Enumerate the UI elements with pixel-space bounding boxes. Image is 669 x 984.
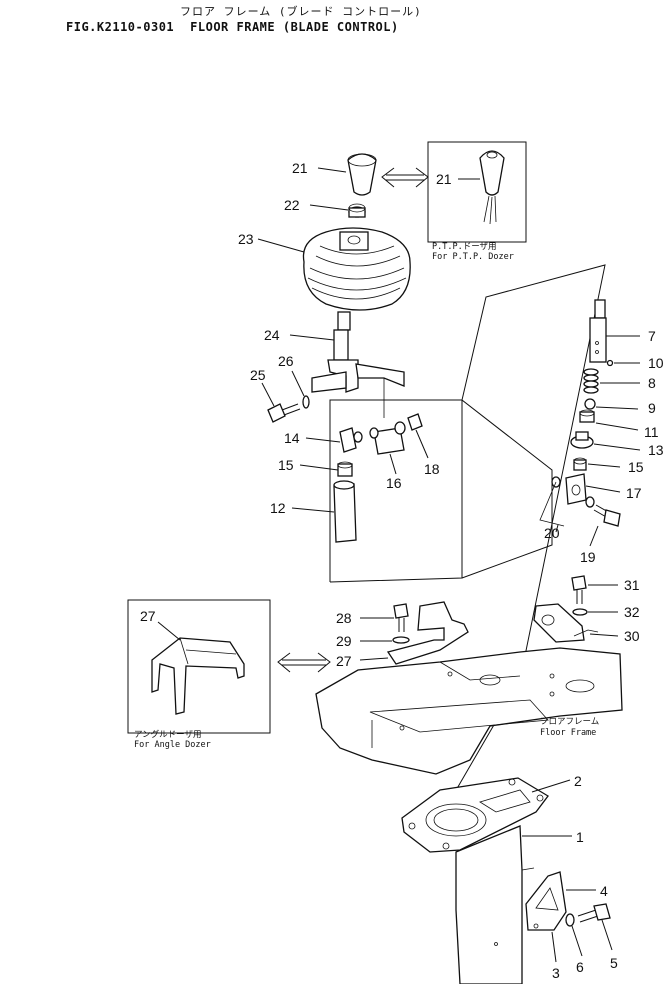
- callout-27: 27: [336, 653, 352, 669]
- callout-15-left: 15: [278, 457, 294, 473]
- callout-3: 3: [552, 965, 560, 981]
- inset-angle-box: [127, 599, 271, 734]
- pin-10: [606, 359, 614, 367]
- nut-22: [348, 203, 366, 218]
- callout-32: 32: [624, 604, 640, 620]
- figure-title: FIG.K2110-0301 FLOOR FRAME (BLADE CONTROL…: [66, 20, 399, 34]
- bolt-28: [393, 603, 409, 632]
- floor-frame-label-en: Floor Frame: [540, 728, 596, 738]
- callout-7: 7: [648, 328, 656, 344]
- callout-14: 14: [284, 430, 300, 446]
- bolt-5: [577, 903, 611, 923]
- callout-25: 25: [250, 367, 266, 383]
- assembly-outline-right: [429, 264, 606, 836]
- plate-30: [533, 603, 599, 643]
- figure-title-en: FLOOR FRAME (BLADE CONTROL): [190, 20, 399, 34]
- bolt-25: [267, 403, 301, 423]
- column-1: [455, 825, 535, 984]
- spring-8: [583, 368, 599, 394]
- double-arrow-ptp: [381, 167, 429, 188]
- nut-18: [407, 413, 423, 431]
- plate-2: [401, 777, 549, 853]
- rod-7: [589, 299, 607, 363]
- part-13: [570, 431, 594, 449]
- callout-18: 18: [424, 461, 440, 477]
- angle-caption-en: For Angle Dozer: [134, 740, 211, 750]
- callout-11: 11: [644, 424, 659, 440]
- callout-31: 31: [624, 577, 640, 593]
- bracket-16: [369, 421, 406, 455]
- bracket-20: [539, 476, 565, 527]
- knob-21: [347, 153, 377, 196]
- washer-6: [565, 913, 575, 927]
- washer-29: [392, 636, 410, 644]
- callout-6: 6: [576, 959, 584, 975]
- callout-9: 9: [648, 400, 656, 416]
- part-9: [584, 398, 596, 410]
- callout-13: 13: [648, 442, 664, 458]
- washer-26: [302, 395, 310, 409]
- callout-22: 22: [284, 197, 300, 213]
- fitting-14: [339, 427, 363, 453]
- callout-12: 12: [270, 500, 286, 516]
- pipe-12: [333, 480, 357, 543]
- knob-ptp: [479, 150, 505, 225]
- callout-20: 20: [544, 525, 560, 541]
- double-arrow-angle: [277, 652, 331, 673]
- plate-4: [525, 871, 567, 931]
- callout-29: 29: [336, 633, 352, 649]
- ptp-caption-jp: P.T.P.ドーザ用: [432, 242, 497, 252]
- inset-ptp-box: [427, 141, 527, 243]
- lever-24: [311, 311, 405, 418]
- callout-8: 8: [648, 375, 656, 391]
- callout-27-angle: 27: [140, 608, 156, 624]
- callout-23: 23: [238, 231, 254, 247]
- figure-number: FIG.K2110-0301: [66, 20, 175, 34]
- floor-frame: [315, 647, 623, 775]
- callout-17: 17: [626, 485, 642, 501]
- bolt-19: [585, 496, 621, 527]
- callout-4: 4: [600, 883, 608, 899]
- callout-2: 2: [574, 773, 582, 789]
- boot-23: [302, 227, 411, 311]
- callout-1: 1: [576, 829, 584, 845]
- angle-caption-jp: アングルドーザ用: [134, 729, 202, 740]
- callout-21: 21: [292, 160, 308, 176]
- ptp-caption-en: For P.T.P. Dozer: [432, 252, 514, 262]
- nut-15-right: [573, 457, 587, 471]
- part-11: [579, 409, 595, 423]
- callout-16: 16: [386, 475, 402, 491]
- nut-15-left: [337, 461, 353, 477]
- cover-27-angle: [151, 637, 245, 715]
- callout-28: 28: [336, 610, 352, 626]
- header: フロア フレーム (ブレード コントロール) FIG.K2110-0301 FLO…: [0, 0, 669, 44]
- cover-27: [386, 601, 469, 665]
- callout-30: 30: [624, 628, 640, 644]
- washer-32: [572, 608, 588, 616]
- bolt-31: [571, 575, 587, 604]
- floor-frame-label-jp: フロアフレーム: [540, 717, 599, 727]
- title-japanese: フロア フレーム (ブレード コントロール): [180, 5, 422, 18]
- callout-10: 10: [648, 355, 664, 371]
- callout-15-right: 15: [628, 459, 644, 475]
- callout-5: 5: [610, 955, 618, 971]
- block-17: [565, 473, 587, 505]
- callout-24: 24: [264, 327, 280, 343]
- callout-19: 19: [580, 549, 596, 565]
- callout-21-ptp: 21: [436, 171, 452, 187]
- callout-26: 26: [278, 353, 294, 369]
